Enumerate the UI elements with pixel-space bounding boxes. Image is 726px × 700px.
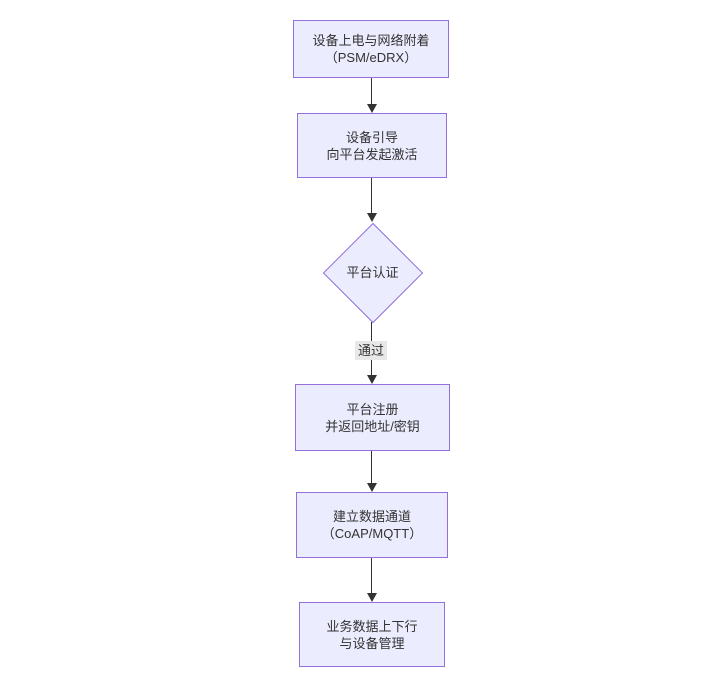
node-line: 与设备管理 [339,635,405,651]
edge-line-b-c [371,178,372,214]
arrowhead-down-icon [367,593,377,602]
node-device-bootstrap: 设备引导 向平台发起激活 [297,113,447,178]
node-line: 向平台发起激活 [326,146,418,162]
node-line: （PSM/eDRX） [324,50,418,65]
node-power-network-attach: 设备上电与网络附着 （PSM/eDRX） [293,20,449,78]
arrowhead-down-icon [367,104,377,113]
node-platform-register: 平台注册 并返回地址/密钥 [295,384,450,451]
edge-line-e-f [371,558,372,594]
arrowhead-down-icon [367,375,377,384]
node-data-channel: 建立数据通道 （CoAP/MQTT） [296,492,448,558]
node-line: 并返回地址/密钥 [325,418,420,434]
edge-label-pass: 通过 [354,341,388,360]
node-line: 设备上电与网络附着 [312,33,430,48]
decision-platform-auth: 平台认证 [322,222,423,323]
arrowhead-down-icon [367,213,377,222]
arrowhead-down-icon [367,483,377,492]
node-line: 设备引导 [345,129,398,145]
edge-line-a-b [371,78,372,105]
node-line: （CoAP/MQTT） [321,526,423,541]
node-business-data-mgmt: 业务数据上下行 与设备管理 [299,602,445,667]
edge-line-d-e [371,451,372,484]
node-line: 建立数据通道 [332,509,411,524]
node-line: 平台认证 [346,265,399,280]
node-line: 业务数据上下行 [326,618,418,634]
node-line: 平台注册 [346,401,399,417]
